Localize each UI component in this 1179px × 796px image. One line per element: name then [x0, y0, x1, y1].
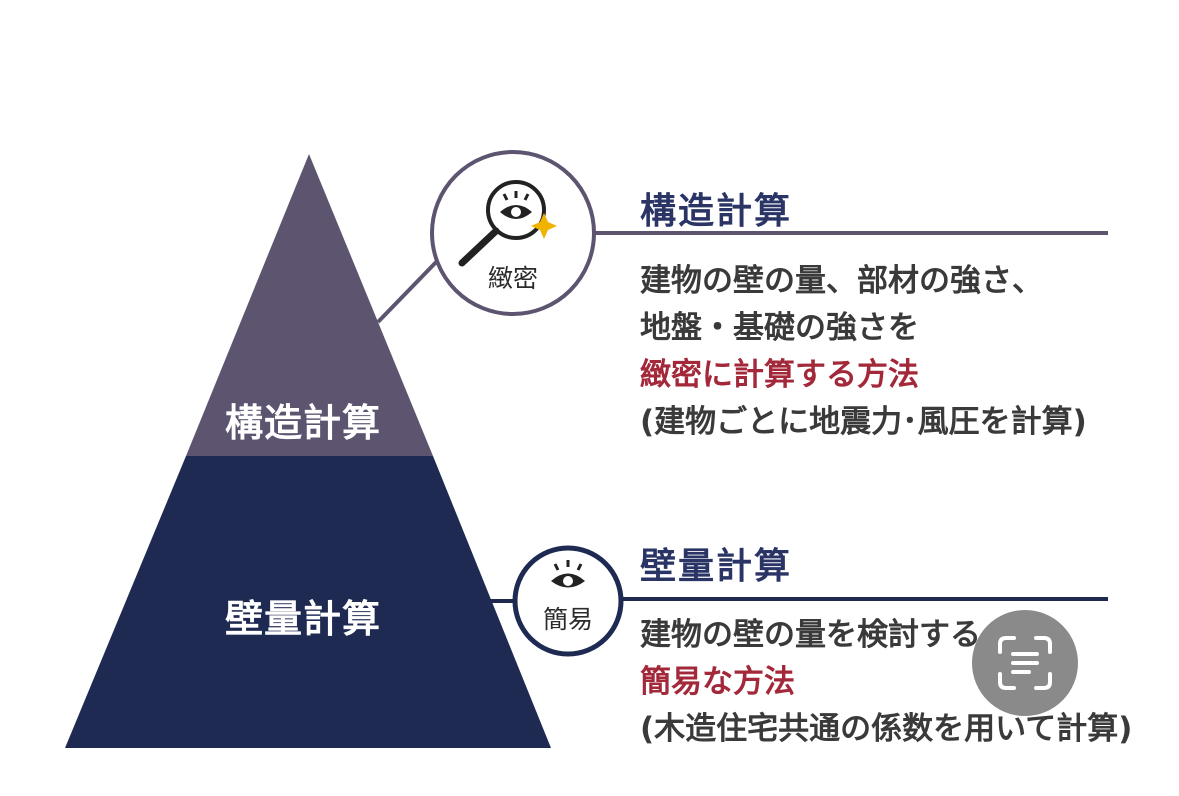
- text-scan-icon: [998, 636, 1052, 690]
- text-scan-button[interactable]: [972, 610, 1078, 716]
- pyramid-bottom-segment: [65, 456, 551, 748]
- section-top-note: (建物ごとに地震力･風圧を計算): [640, 404, 1087, 440]
- connector-top: [376, 253, 445, 324]
- section-top-description: 建物の壁の量、部材の強さ、 地盤・基礎の強さを 緻密に計算する方法 (建物ごとに…: [640, 258, 1087, 446]
- section-top-line-2: 地盤・基礎の強さを: [640, 310, 919, 346]
- magnifier-eye-icon: [458, 180, 557, 267]
- section-bottom-heading: 壁量計算: [640, 546, 793, 587]
- badge-top-label: 緻密: [487, 264, 538, 293]
- section-bottom-accent: 簡易な方法: [640, 664, 795, 700]
- section-top-heading: 構造計算: [640, 191, 793, 232]
- section-top-accent: 緻密に計算する方法: [640, 357, 919, 393]
- section-bottom-note: (木造住宅共通の係数を用いて計算): [640, 711, 1133, 747]
- section-top-line-1: 建物の壁の量、部材の強さ、: [640, 263, 1043, 299]
- pyramid-top-segment: [186, 154, 433, 456]
- pyramid-top-label: 構造計算: [224, 401, 381, 445]
- badge-bottom-label: 簡易: [542, 605, 593, 634]
- eye-icon: [551, 560, 585, 588]
- section-bottom-description: 建物の壁の量を検討する 簡易な方法 (木造住宅共通の係数を用いて計算): [640, 612, 1132, 753]
- pyramid-bottom-label: 壁量計算: [224, 597, 381, 641]
- section-bottom-line-1: 建物の壁の量を検討する: [640, 617, 981, 653]
